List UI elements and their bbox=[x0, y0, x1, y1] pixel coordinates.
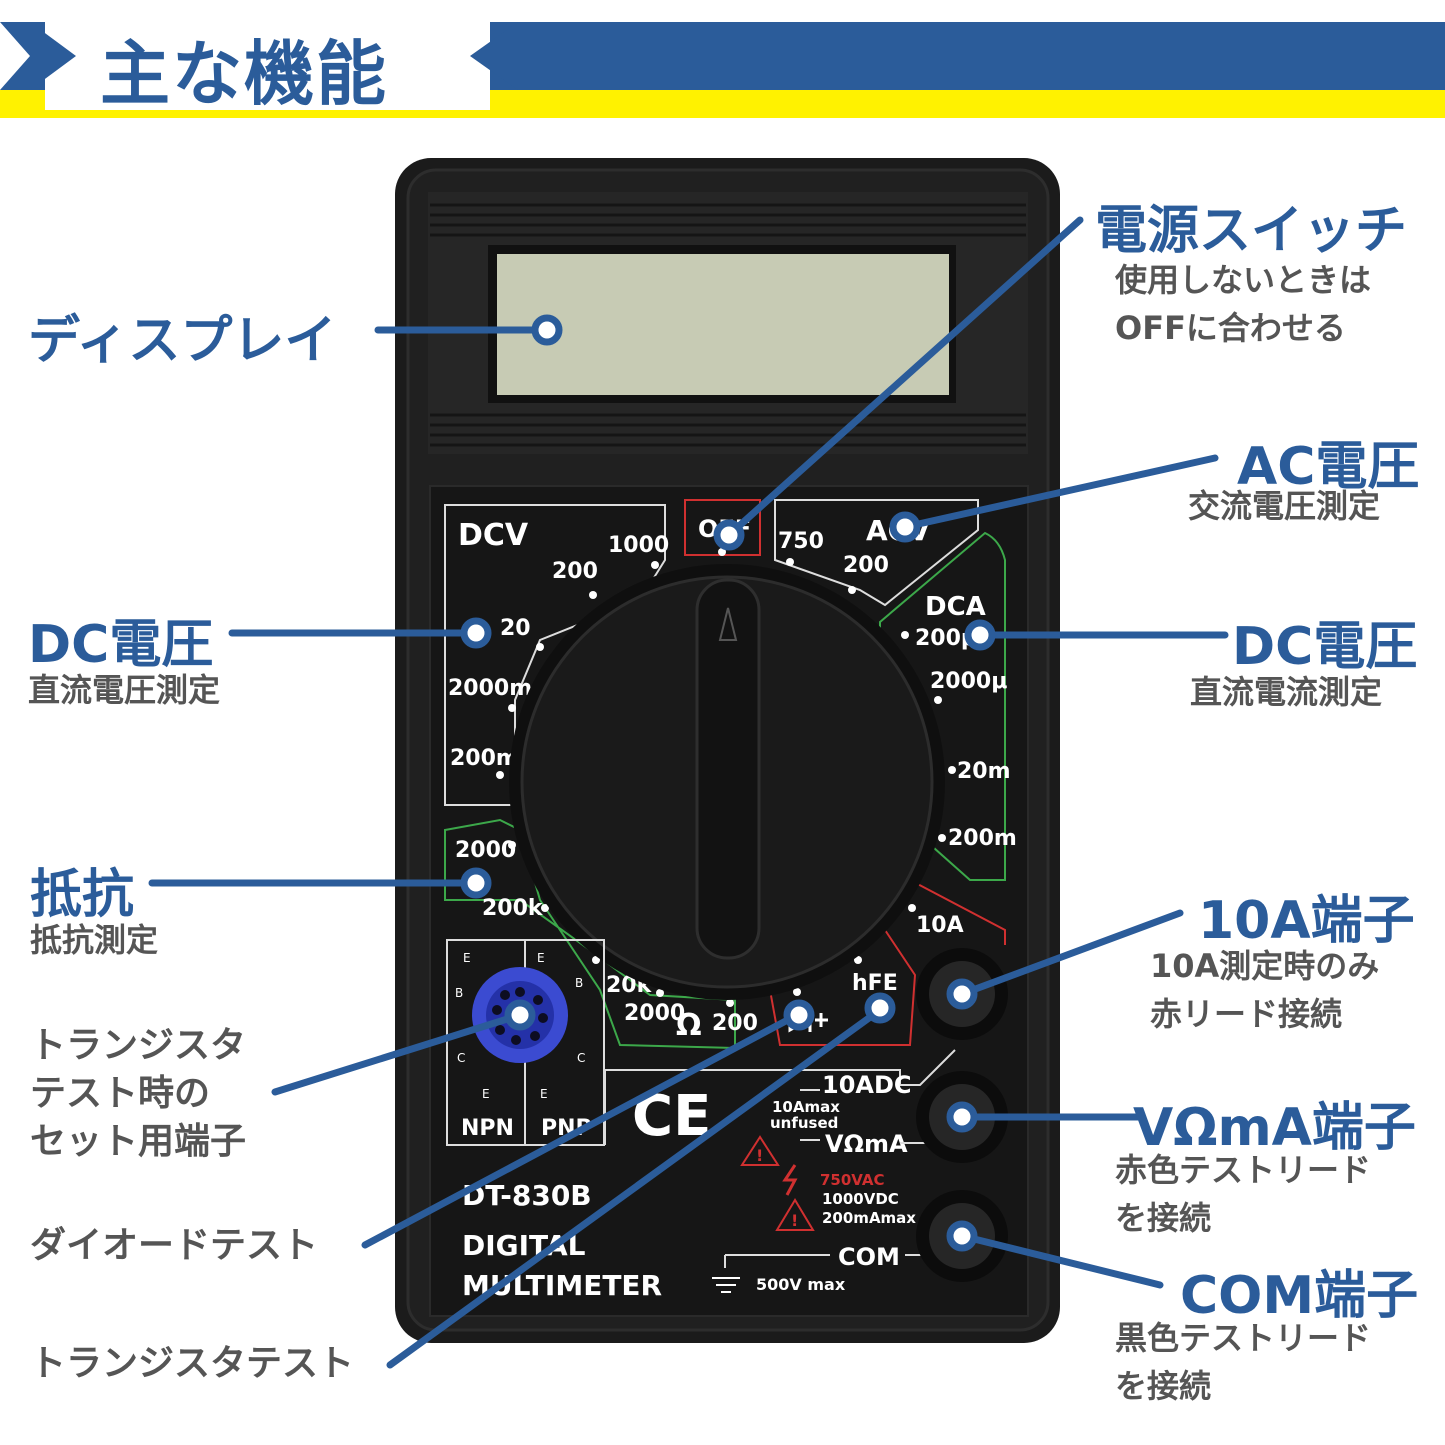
callout-socket-desc-3: セット用端子 bbox=[30, 1121, 247, 1162]
callout-dca-title: DC電圧 bbox=[1232, 617, 1418, 677]
callout-vma-desc-2: を接続 bbox=[1115, 1199, 1212, 1237]
terminal-com-label: COM bbox=[838, 1243, 900, 1271]
socket-b-1: B bbox=[455, 986, 463, 1000]
callout-acv-title: AC電圧 bbox=[1237, 437, 1420, 497]
callout-diode-desc: ダイオードテスト bbox=[30, 1225, 319, 1266]
socket-c-2: C bbox=[577, 1051, 585, 1065]
callout-dot-dca bbox=[964, 619, 996, 651]
socket-c-1: C bbox=[457, 1051, 465, 1065]
arrow-left-icon bbox=[470, 22, 518, 90]
dial-pointer[interactable] bbox=[695, 578, 761, 960]
callout-line-transistor bbox=[386, 1006, 884, 1369]
terminal-10adc-label: 10ADC bbox=[822, 1071, 912, 1099]
callout-line-diode bbox=[361, 1011, 801, 1249]
dcv-range-20: 20 bbox=[500, 616, 531, 641]
callout-10a-desc-2: 赤リード接続 bbox=[1150, 995, 1343, 1033]
callout-dot-vma bbox=[946, 1101, 978, 1133]
callout-socket-desc-1: トランジスタ bbox=[30, 1025, 247, 1066]
callout-dca-desc: 直流電流測定 bbox=[1190, 673, 1383, 711]
socket-b-2: B bbox=[575, 976, 583, 990]
socket-e-4: E bbox=[540, 1087, 548, 1101]
max-voltage: 500V max bbox=[756, 1275, 846, 1294]
dca-range-200m: 200m bbox=[948, 826, 1017, 851]
terminal-vma-label: VΩmA bbox=[825, 1130, 908, 1158]
warning-icon-2 bbox=[775, 1198, 815, 1231]
svg-text:!: ! bbox=[756, 1146, 763, 1165]
callout-dot-socket bbox=[504, 999, 536, 1031]
callout-dot-display bbox=[531, 314, 563, 346]
ohm-range-2000b: 2000 bbox=[624, 1001, 685, 1026]
callout-com-desc-2: を接続 bbox=[1115, 1367, 1212, 1405]
socket-e-2: E bbox=[537, 951, 545, 965]
callout-10a-desc-1: 10A測定時のみ bbox=[1150, 947, 1380, 985]
dca-range-20m: 20m bbox=[957, 759, 1011, 784]
svg-text:!: ! bbox=[791, 1211, 798, 1230]
chevron-cut bbox=[0, 22, 30, 90]
callout-dot-resist bbox=[460, 867, 492, 899]
callout-com-desc-1: 黒色テストリード bbox=[1115, 1319, 1372, 1357]
callout-line-com bbox=[958, 1232, 1164, 1289]
acv-range-200: 200 bbox=[843, 553, 889, 578]
callout-socket-desc-2: テスト時の bbox=[30, 1073, 211, 1114]
callout-line-power bbox=[725, 216, 1084, 539]
page-title: 主な機能 bbox=[100, 33, 388, 115]
header-title-box bbox=[45, 12, 490, 110]
callout-power-title: 電源スイッチ bbox=[1095, 201, 1408, 261]
callout-dot-com bbox=[946, 1220, 978, 1252]
ohm-range-2000: 2000 bbox=[455, 838, 516, 863]
ground-icon bbox=[712, 1277, 740, 1293]
callout-transistor-desc: トランジスタテスト bbox=[30, 1343, 355, 1384]
lightning-icon bbox=[782, 1164, 798, 1196]
callout-dcv-desc: 直流電圧測定 bbox=[28, 671, 221, 709]
callout-vma-title: VΩmA端子 bbox=[1133, 1098, 1416, 1158]
brand-line-2: MULTIMETER bbox=[462, 1269, 662, 1302]
dcv-range-200: 200 bbox=[552, 559, 598, 584]
dcv-label: DCV bbox=[458, 518, 529, 553]
dca-label: DCA bbox=[925, 592, 986, 622]
callout-dot-dcv bbox=[460, 617, 492, 649]
dcv-range-1000: 1000 bbox=[608, 533, 669, 558]
callout-resist-title: 抵抗 bbox=[30, 865, 135, 925]
npn-label: NPN bbox=[461, 1116, 514, 1141]
warn-1000vdc: 1000VDC bbox=[822, 1190, 899, 1208]
callout-dot-power bbox=[713, 519, 745, 551]
callout-resist-desc: 抵抗測定 bbox=[30, 921, 159, 959]
callout-dot-10a bbox=[946, 978, 978, 1010]
callout-acv-desc: 交流電圧測定 bbox=[1188, 487, 1381, 525]
warn-200mamax: 200mAmax bbox=[822, 1209, 916, 1227]
callout-com-title: COM端子 bbox=[1180, 1266, 1419, 1326]
socket-e-3: E bbox=[482, 1087, 490, 1101]
dca-range-2000u: 2000μ bbox=[930, 669, 1007, 694]
callout-dcv-title: DC電圧 bbox=[28, 615, 214, 675]
terminal-10a-note2: unfused bbox=[770, 1114, 838, 1132]
dcv-range-200m: 200m bbox=[450, 746, 519, 771]
callout-dot-transistor bbox=[864, 992, 896, 1024]
callout-vma-desc-1: 赤色テストリード bbox=[1115, 1151, 1372, 1189]
terminal-10a-note1: 10Amax bbox=[772, 1098, 840, 1116]
warning-icon bbox=[740, 1135, 780, 1166]
amp-10a-label: 10A bbox=[916, 913, 964, 938]
callout-10a-title: 10A端子 bbox=[1198, 891, 1415, 951]
callout-dot-acv bbox=[889, 511, 921, 543]
callout-dot-diode bbox=[783, 999, 815, 1031]
dcv-range-2000m: 2000m bbox=[448, 676, 532, 701]
callout-power-desc-2: OFFに合わせる bbox=[1115, 309, 1346, 347]
callout-line-10a bbox=[958, 909, 1184, 998]
warn-750vac: 750VAC bbox=[820, 1171, 885, 1189]
callout-line-socket bbox=[271, 1011, 524, 1096]
lcd-display bbox=[497, 254, 949, 395]
ohm-range-200k: 200k bbox=[482, 896, 544, 921]
chevron-right-icon bbox=[30, 22, 76, 90]
socket-e-1: E bbox=[463, 951, 471, 965]
hfe-label: hFE bbox=[852, 971, 898, 996]
ohm-range-200: 200 bbox=[712, 1011, 758, 1036]
callout-display-title: ディスプレイ bbox=[28, 311, 337, 371]
acv-range-750: 750 bbox=[778, 529, 824, 554]
ohm-symbol: Ω bbox=[676, 1008, 702, 1043]
callout-line-acv bbox=[901, 454, 1219, 531]
callout-power-desc-1: 使用しないときは bbox=[1115, 261, 1372, 299]
